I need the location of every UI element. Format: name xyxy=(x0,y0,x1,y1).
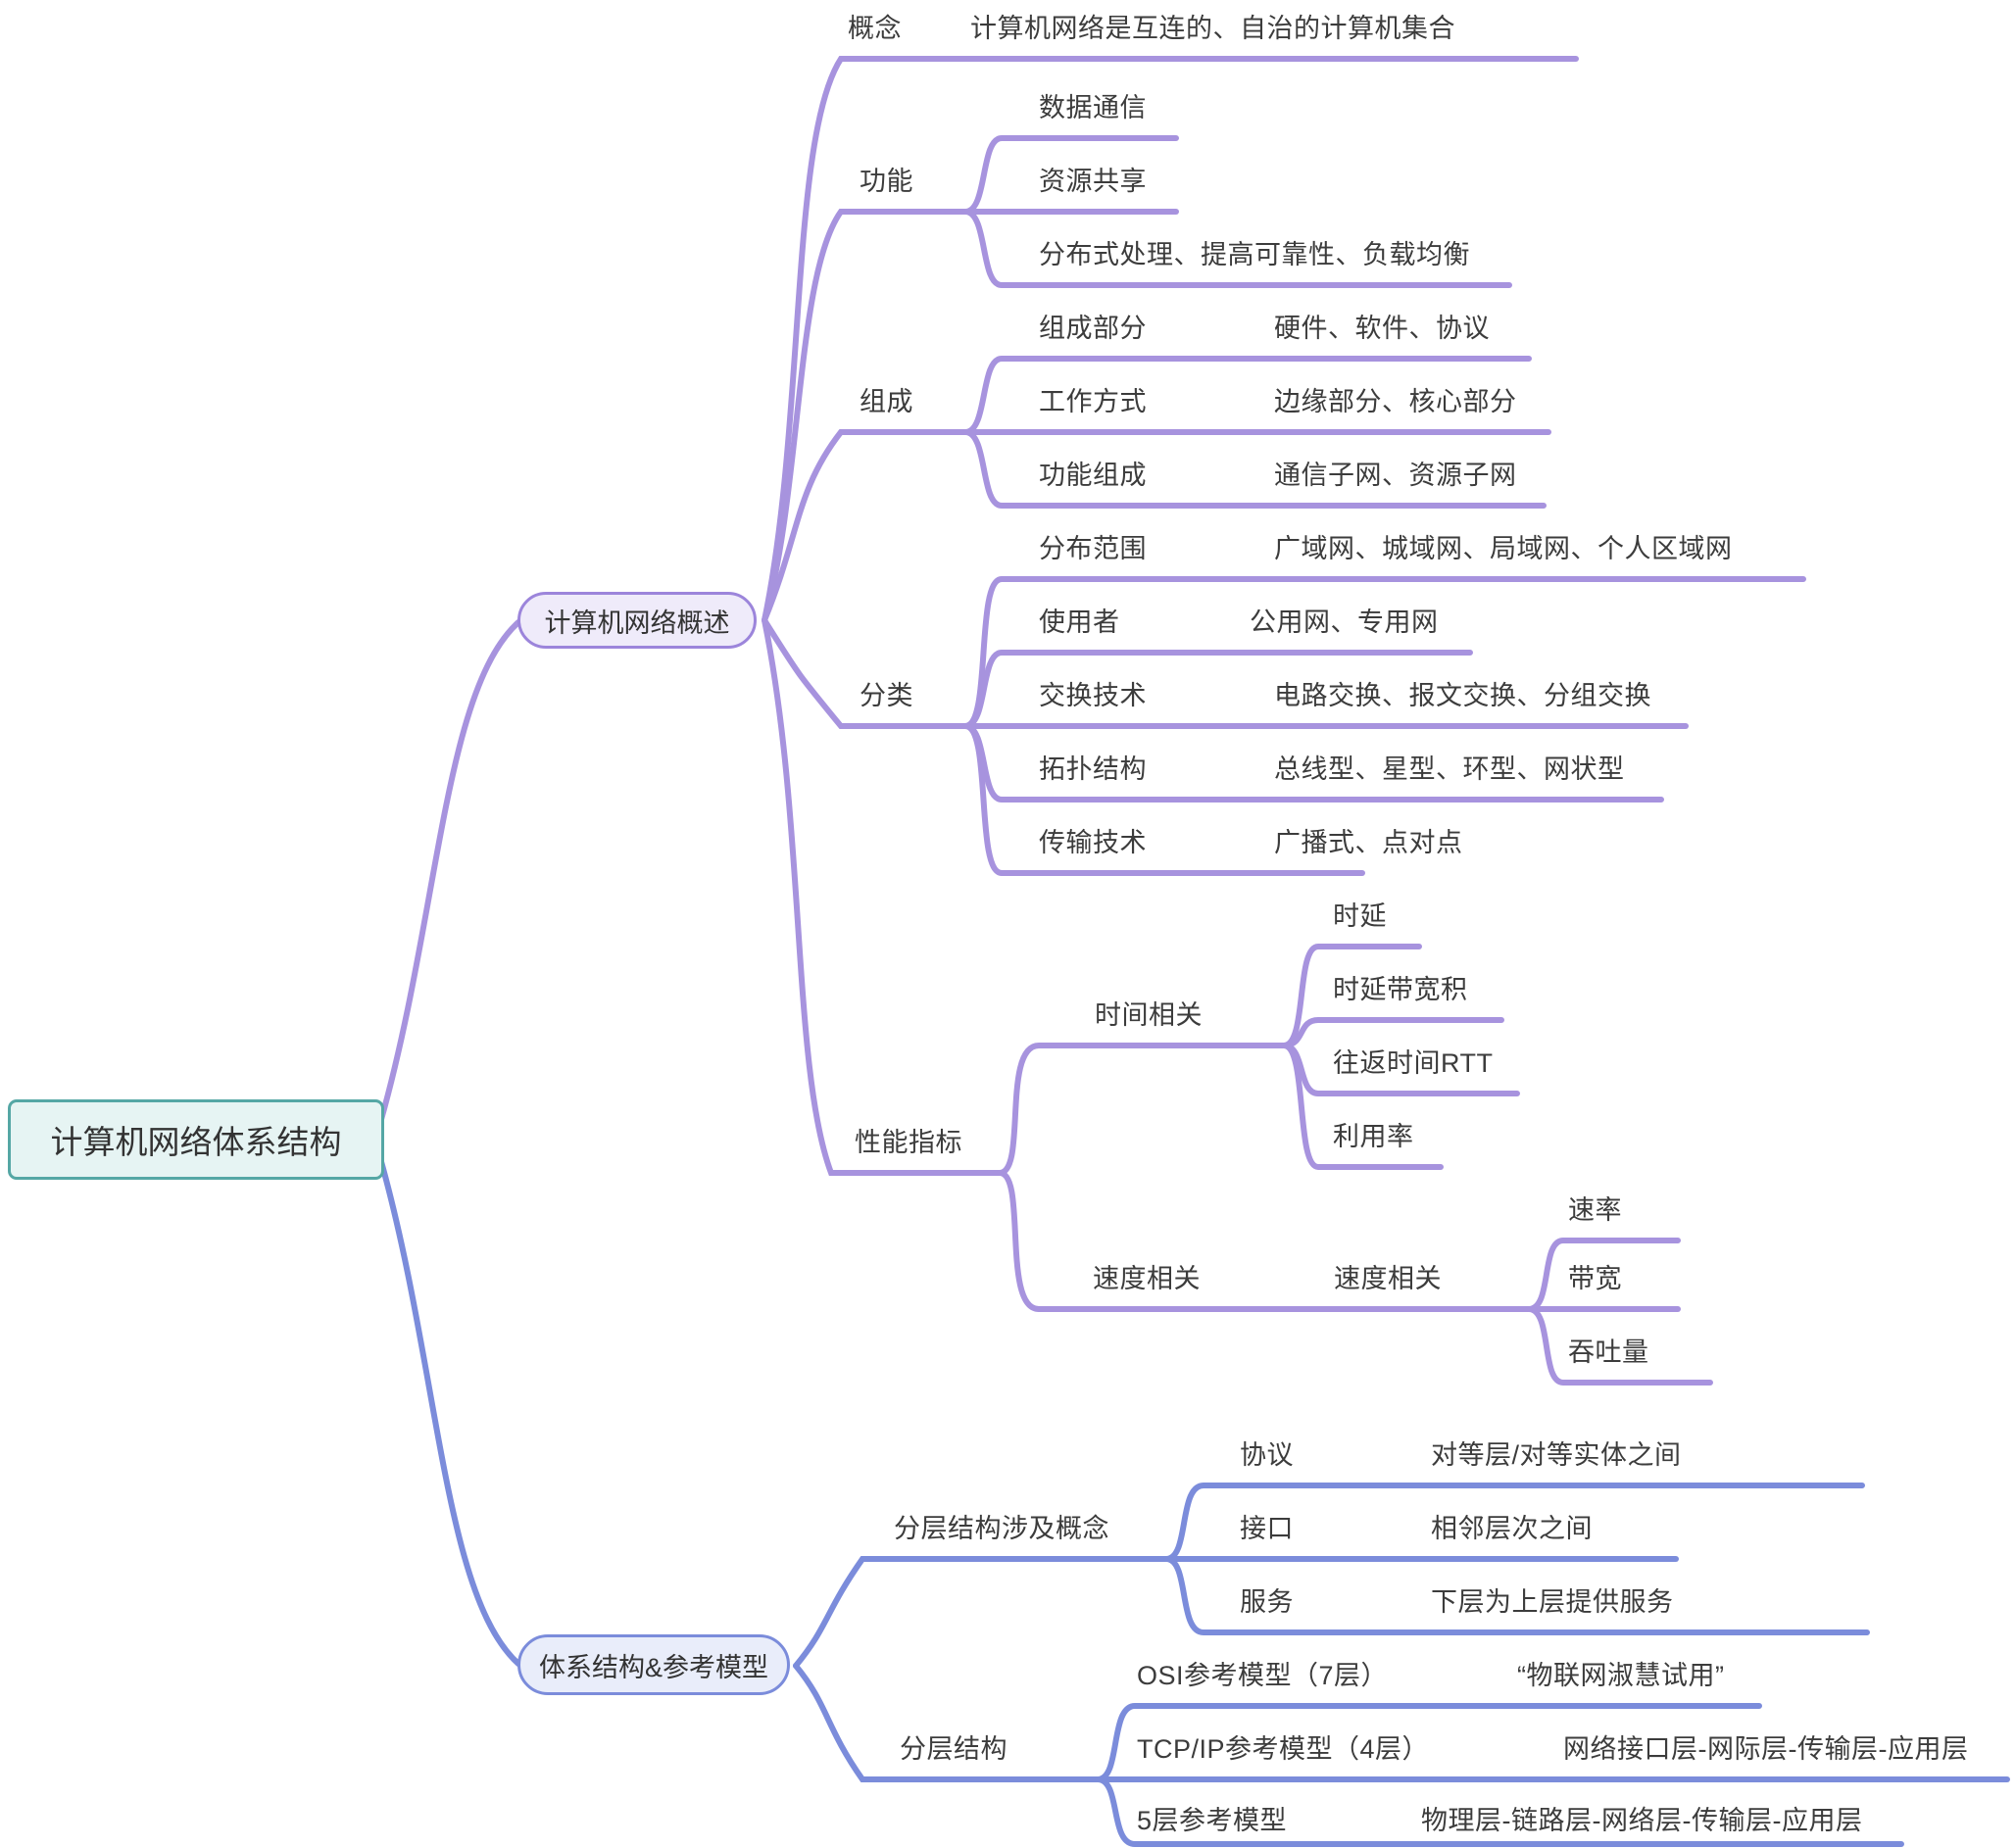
interface-key[interactable]: 接口 xyxy=(1240,1514,1294,1544)
five-layer-model-value[interactable]: 物理层-链路层-网络层-传输层-应用层 xyxy=(1421,1806,1863,1836)
interface-value[interactable]: 相邻层次之间 xyxy=(1431,1514,1593,1544)
speed-related-node[interactable]: 速度相关 xyxy=(1093,1264,1201,1294)
function-node[interactable]: 功能 xyxy=(860,167,913,197)
functional-composition-value[interactable]: 通信子网、资源子网 xyxy=(1274,461,1517,491)
switching-key[interactable]: 交换技术 xyxy=(1039,681,1147,711)
layer-concepts-node[interactable]: 分层结构涉及概念 xyxy=(894,1514,1109,1544)
osi-model-key[interactable]: OSI参考模型（7层） xyxy=(1137,1661,1389,1691)
scope-value[interactable]: 广域网、城域网、局域网、个人区域网 xyxy=(1274,534,1733,564)
speed-related-node-2[interactable]: 速度相关 xyxy=(1334,1264,1442,1294)
function-item-resource-sharing[interactable]: 资源共享 xyxy=(1039,167,1147,197)
branch-node-architecture-models[interactable]: 体系结构&参考模型 xyxy=(517,1634,790,1695)
scope-key[interactable]: 分布范围 xyxy=(1039,534,1147,564)
classification-node[interactable]: 分类 xyxy=(860,681,913,711)
performance-node[interactable]: 性能指标 xyxy=(855,1128,962,1158)
branch1-label: 计算机网络概述 xyxy=(544,608,730,638)
composition-parts-value[interactable]: 硬件、软件、协议 xyxy=(1274,314,1490,344)
branch-node-network-overview[interactable]: 计算机网络概述 xyxy=(517,592,757,649)
branch2-label: 体系结构&参考模型 xyxy=(538,1652,768,1682)
transmission-key[interactable]: 传输技术 xyxy=(1039,828,1147,858)
service-key[interactable]: 服务 xyxy=(1240,1587,1294,1618)
time-item-delay[interactable]: 时延 xyxy=(1333,901,1387,932)
root-node[interactable]: 计算机网络体系结构 xyxy=(8,1099,384,1180)
user-key[interactable]: 使用者 xyxy=(1039,608,1120,638)
concept-value[interactable]: 计算机网络是互连的、自治的计算机集合 xyxy=(970,14,1455,44)
tcpip-model-value[interactable]: 网络接口层-网际层-传输层-应用层 xyxy=(1563,1734,1969,1765)
speed-item-bandwidth[interactable]: 带宽 xyxy=(1568,1264,1622,1294)
root-node-label: 计算机网络体系结构 xyxy=(50,1124,342,1160)
composition-parts-key[interactable]: 组成部分 xyxy=(1039,314,1147,344)
transmission-value[interactable]: 广播式、点对点 xyxy=(1274,828,1463,858)
five-layer-model-key[interactable]: 5层参考模型 xyxy=(1137,1806,1288,1836)
user-value[interactable]: 公用网、专用网 xyxy=(1250,608,1439,638)
protocol-value[interactable]: 对等层/对等实体之间 xyxy=(1431,1440,1682,1471)
working-mode-key[interactable]: 工作方式 xyxy=(1039,387,1147,417)
working-mode-value[interactable]: 边缘部分、核心部分 xyxy=(1274,387,1517,417)
layers-node[interactable]: 分层结构 xyxy=(900,1734,1008,1765)
time-item-utilization[interactable]: 利用率 xyxy=(1333,1122,1414,1152)
osi-model-value[interactable]: “物联网淑慧试用” xyxy=(1517,1661,1725,1691)
tcpip-model-key[interactable]: TCP/IP参考模型（4层） xyxy=(1137,1734,1430,1765)
switching-value[interactable]: 电路交换、报文交换、分组交换 xyxy=(1274,681,1651,711)
service-value[interactable]: 下层为上层提供服务 xyxy=(1431,1587,1674,1618)
function-item-data-communication[interactable]: 数据通信 xyxy=(1039,93,1147,123)
topology-key[interactable]: 拓扑结构 xyxy=(1039,754,1147,785)
speed-item-rate[interactable]: 速率 xyxy=(1568,1195,1622,1226)
composition-node[interactable]: 组成 xyxy=(860,387,913,417)
concept-key[interactable]: 概念 xyxy=(848,14,902,44)
function-item-distributed[interactable]: 分布式处理、提高可靠性、负载均衡 xyxy=(1039,240,1470,270)
protocol-key[interactable]: 协议 xyxy=(1240,1440,1294,1471)
functional-composition-key[interactable]: 功能组成 xyxy=(1039,461,1147,491)
topology-value[interactable]: 总线型、星型、环型、网状型 xyxy=(1274,754,1625,785)
speed-item-throughput[interactable]: 吞吐量 xyxy=(1568,1337,1649,1368)
time-item-bdp[interactable]: 时延带宽积 xyxy=(1333,975,1468,1005)
time-item-rtt[interactable]: 往返时间RTT xyxy=(1333,1048,1494,1079)
time-related-node[interactable]: 时间相关 xyxy=(1095,1000,1203,1031)
